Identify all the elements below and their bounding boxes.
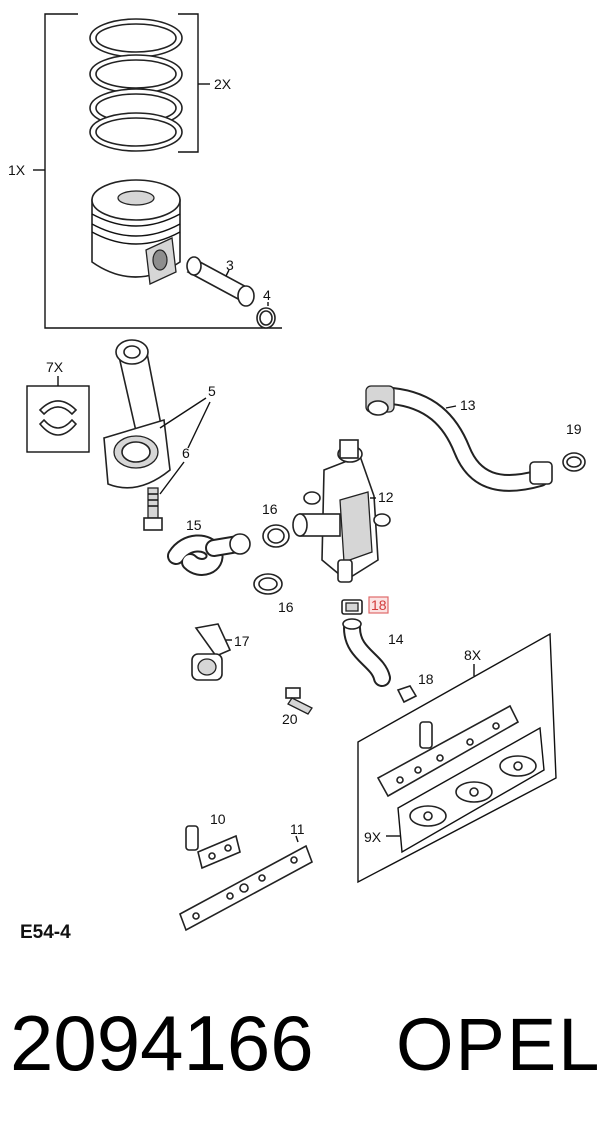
- part-number: 2094166: [10, 999, 314, 1087]
- callout-15: 15: [186, 517, 202, 533]
- hose-clamp-18-lower: [396, 685, 418, 704]
- callout-2x: 2X: [214, 76, 232, 92]
- rod-bolt: [143, 487, 163, 531]
- leader-5b: [187, 401, 211, 449]
- callout-6: 6: [182, 445, 190, 461]
- bearing-shells-box: [26, 385, 90, 453]
- pipe-flange-10: [185, 825, 241, 870]
- gasket-kit-box: [357, 632, 557, 884]
- callout-16-upper: 16: [262, 501, 278, 517]
- leader-3: [225, 269, 230, 277]
- sensor-bracket-17: [191, 623, 232, 681]
- callout-8x: 8X: [464, 647, 482, 663]
- leader-6: [159, 461, 185, 495]
- oil-cooler-housing: [292, 439, 391, 583]
- piston: [91, 179, 181, 285]
- hose-clamp-16-upper: [262, 524, 290, 548]
- outlet-pipe-8x: [419, 721, 433, 749]
- snap-ring: [256, 307, 276, 329]
- connecting-rod: [103, 339, 171, 489]
- coolant-hose-13: [365, 385, 553, 492]
- piston-pin: [186, 256, 255, 307]
- callout-13: 13: [460, 397, 476, 413]
- highlighted-callout-18-box: [368, 596, 389, 614]
- oval-gaskets: [409, 755, 537, 827]
- piston-rings: [89, 18, 183, 152]
- callout-9x: 9X: [364, 829, 382, 845]
- bearing-shells: [38, 400, 78, 436]
- leader-5a: [159, 397, 207, 429]
- hose-clamp-16-lower: [253, 573, 283, 595]
- diagram-code: E54-4: [20, 922, 71, 943]
- callout-5: 5: [208, 383, 216, 399]
- callout-11: 11: [290, 821, 305, 837]
- coolant-hose-14: [342, 618, 391, 687]
- leader-11: [295, 835, 299, 843]
- brand-name: OPEL: [396, 1003, 600, 1086]
- highlighted-callout-18: 18: [371, 597, 387, 613]
- callout-12: 12: [378, 489, 394, 505]
- callout-1x: 1X: [8, 162, 26, 178]
- callout-18-lower: 18: [418, 671, 434, 687]
- leader-13: [445, 405, 457, 409]
- gasket-plate-upper: [376, 704, 520, 798]
- gasket-kit-inner-box: [386, 726, 545, 854]
- callout-16-lower: 16: [278, 599, 294, 615]
- coolant-hose-15: [167, 533, 251, 576]
- callout-20: 20: [282, 711, 298, 727]
- callout-10: 10: [210, 811, 226, 827]
- bolt-20: [285, 687, 313, 715]
- piston-assembly-bracket: [33, 13, 282, 329]
- callout-14: 14: [388, 631, 404, 647]
- gasket-11: [179, 844, 313, 932]
- callout-7x: 7X: [46, 359, 64, 375]
- callout-4: 4: [263, 287, 271, 303]
- callout-3: 3: [226, 257, 234, 273]
- hose-clamp-18-upper: [341, 599, 363, 615]
- callout-19: 19: [566, 421, 582, 437]
- hose-clamp-19: [562, 452, 586, 472]
- callout-17: 17: [234, 633, 250, 649]
